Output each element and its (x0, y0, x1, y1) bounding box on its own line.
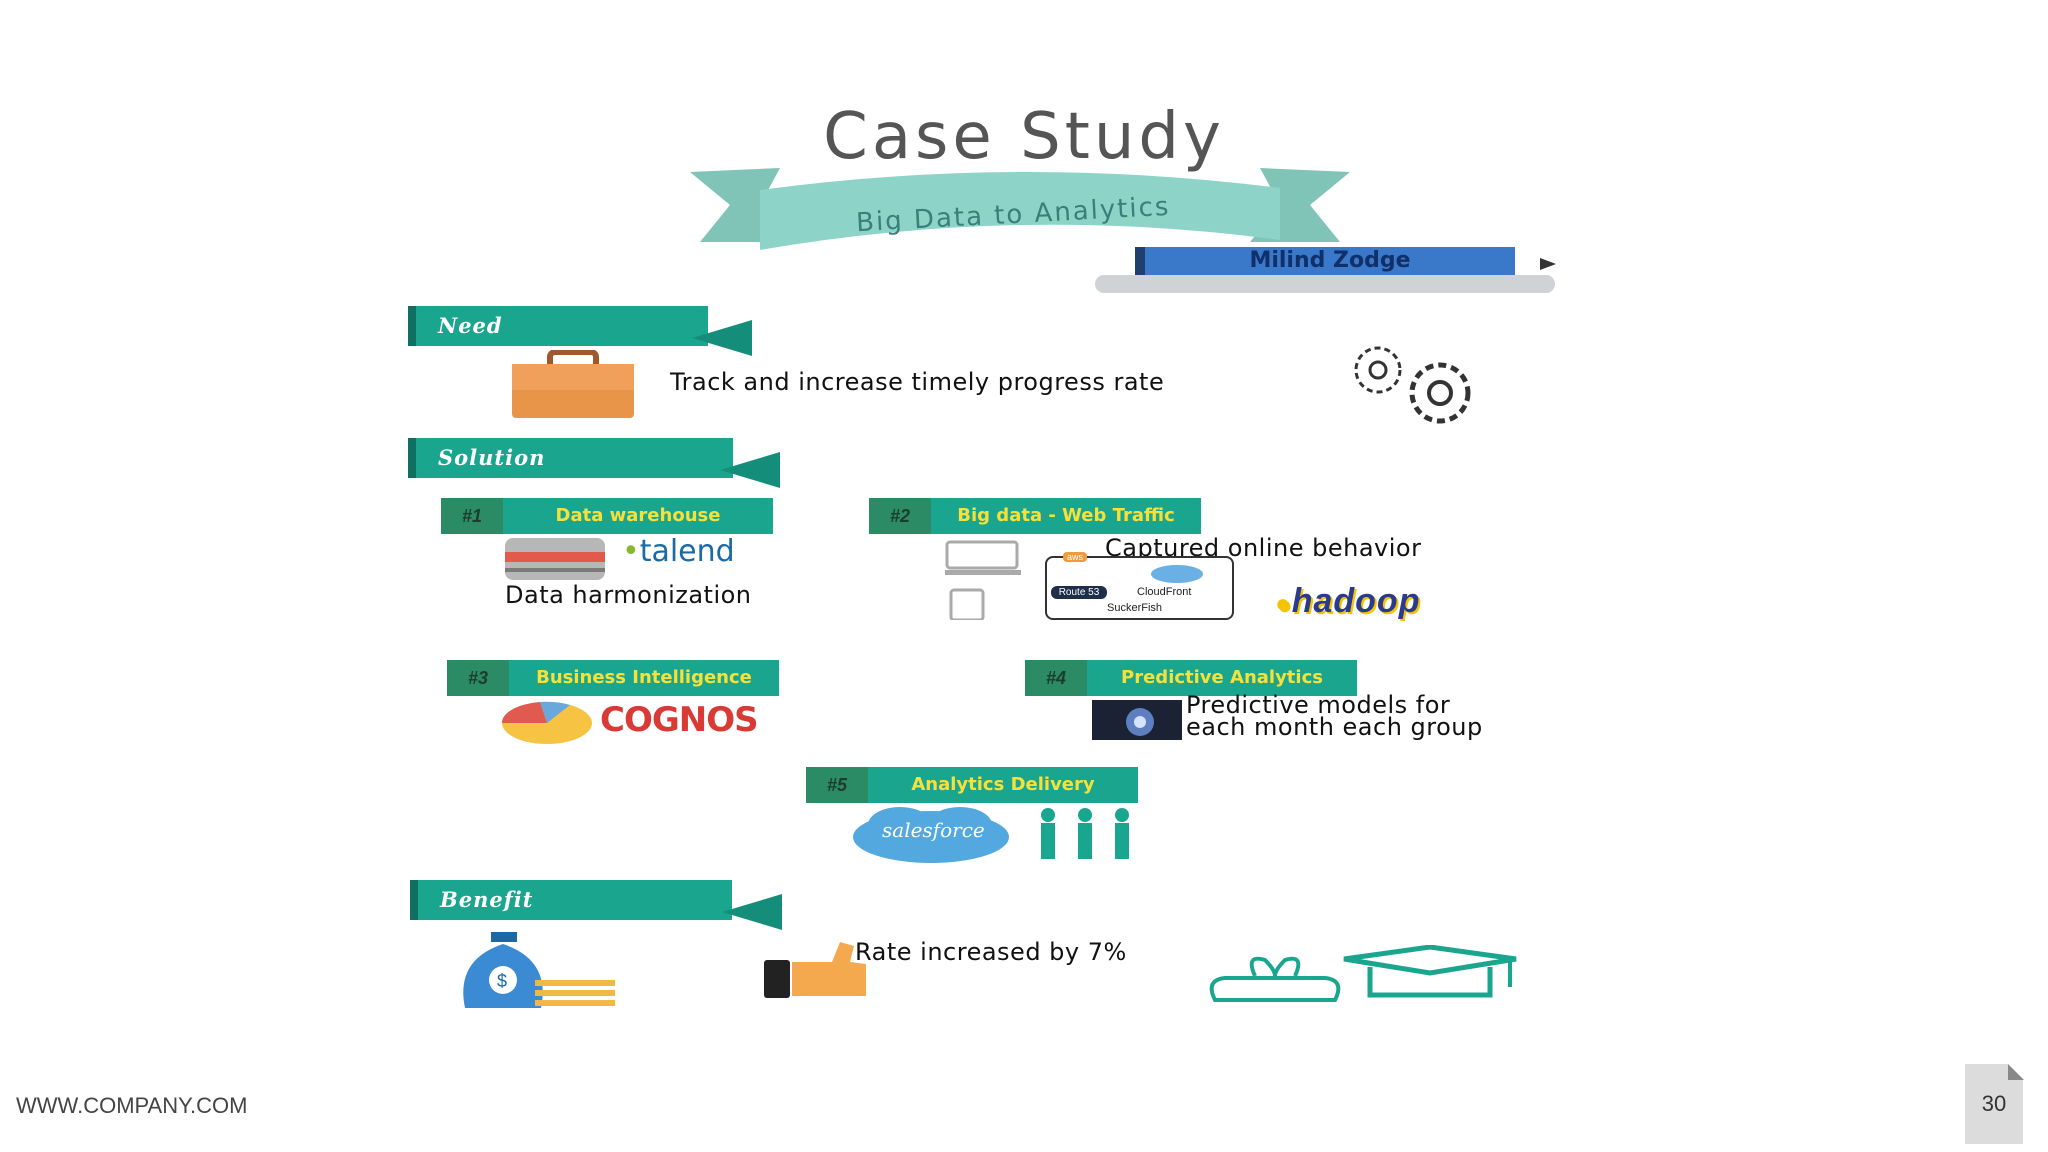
devices-icon (945, 540, 1021, 620)
page-fold-icon (2008, 1064, 2024, 1080)
data-harmonization-text: Data harmonization (505, 581, 752, 609)
salesforce-logo: salesforce (882, 818, 985, 842)
need-text: Track and increase timely progress rate (670, 368, 1165, 396)
graduation-cap-icon (1343, 945, 1517, 998)
author-name: Milind Zodge (1135, 247, 1515, 275)
badge-label-data-warehouse: Data warehouse (503, 498, 773, 534)
badge-number-2: #2 (869, 498, 931, 534)
pencil-tip-icon (1540, 258, 1556, 270)
cloud-icon (1151, 565, 1203, 583)
footer-website: WWW.COMPANY.COM (16, 1093, 248, 1118)
database-icon (505, 538, 605, 580)
badge-number-5: #5 (806, 767, 868, 803)
briefcase-icon (512, 350, 634, 418)
gift-icon (1209, 956, 1341, 1002)
predictive-models-line-1: Predictive models for (1186, 691, 1451, 719)
author-shadow (1095, 275, 1555, 293)
predictive-models-text: Predictive models for each month each gr… (1186, 691, 1483, 741)
slide-title: Case Study (823, 100, 1225, 174)
badge-label-business-intelligence: Business Intelligence (509, 660, 779, 696)
need-header-tail (692, 320, 752, 356)
badge-label-big-data: Big data - Web Traffic (931, 498, 1201, 534)
talend-logo: •talend (622, 534, 735, 569)
solution-header-tail (720, 452, 780, 488)
benefit-header-tail (722, 894, 782, 930)
badge-label-predictive-analytics: Predictive Analytics (1087, 660, 1357, 696)
solution-header: Solution (408, 438, 733, 478)
ribbon-banner (690, 168, 1350, 250)
benefit-header: Benefit (410, 880, 732, 920)
elephant-icon: ● (1275, 588, 1292, 618)
salesforce-cloud-icon (853, 807, 1009, 863)
badge-label-analytics-delivery: Analytics Delivery (868, 767, 1138, 803)
need-header: Need (408, 306, 708, 346)
gears-icon (1354, 346, 1471, 424)
hadoop-logo: ●hadoop (1275, 582, 1421, 620)
suckerfish-label: SuckerFish (1107, 602, 1163, 614)
predictive-models-line-2: each month each group (1186, 713, 1483, 741)
globe-image-icon (1092, 700, 1182, 740)
people-team-icon (1041, 808, 1129, 859)
badge-number-4: #4 (1025, 660, 1087, 696)
thumbs-up-icon (764, 942, 866, 998)
cloudfront-label: CloudFront (1137, 586, 1192, 598)
badge-number-1: #1 (441, 498, 503, 534)
money-bag-icon: $ (463, 932, 615, 1008)
aws-label: aws (1063, 552, 1088, 562)
badge-number-3: #3 (447, 660, 509, 696)
benefit-text: Rate increased by 7% (855, 938, 1127, 966)
talend-dot-icon: • (622, 534, 640, 569)
aws-diagram: aws CloudFront Route 53 SuckerFish (1045, 552, 1234, 620)
pie-chart-icon (501, 701, 592, 744)
cognos-logo: COGNOS (600, 700, 759, 740)
route53-label: Route 53 (1051, 586, 1107, 599)
svg-text:$: $ (497, 971, 507, 991)
